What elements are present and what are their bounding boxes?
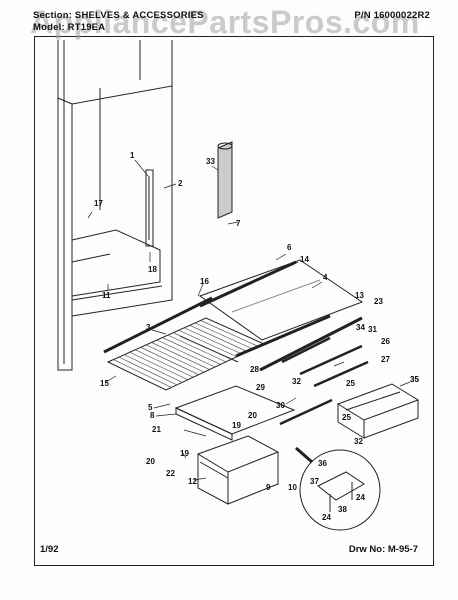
crisper-cover: [174, 385, 296, 441]
callout-27: 27: [381, 355, 390, 364]
model-number: Model: RT19EA: [33, 22, 106, 33]
shelf-support-column: [217, 141, 233, 219]
callout-17: 17: [94, 199, 103, 208]
callout-37: 37: [310, 477, 319, 486]
callout-22: 22: [166, 469, 175, 478]
diagram-frame: [34, 36, 434, 566]
callout-18: 18: [148, 265, 157, 274]
callout-35: 35: [410, 375, 419, 384]
callout-19: 19: [180, 449, 189, 458]
callout-6: 6: [287, 243, 292, 252]
callout-29: 29: [256, 383, 265, 392]
callout-8: 8: [150, 411, 155, 420]
callout-31: 31: [368, 325, 377, 334]
callout-10: 10: [288, 483, 297, 492]
callout-7: 7: [236, 219, 241, 228]
callout-13: 13: [355, 291, 364, 300]
section-title: Section: SHELVES & ACCESSORIES: [33, 10, 204, 21]
drawing-number: Drw No: M-95-7: [348, 544, 418, 555]
callout-23: 23: [374, 297, 383, 306]
callout-12: 12: [188, 477, 197, 486]
callout-9: 9: [266, 483, 271, 492]
callout-28: 28: [250, 365, 259, 374]
callout-24: 24: [322, 513, 331, 522]
callout-4: 4: [323, 273, 328, 282]
callout-21: 21: [152, 425, 161, 434]
callout-30: 30: [276, 401, 285, 410]
callout-14: 14: [300, 255, 309, 264]
callout-20: 20: [248, 411, 257, 420]
callout-1: 1: [130, 151, 135, 160]
wire-shelf: [106, 317, 266, 391]
watermark: AppliancePartsPros.com: [30, 4, 420, 40]
shelf-side-rails: [103, 260, 363, 372]
glass-shelf-back: [198, 259, 364, 341]
revision-date: 1/92: [40, 544, 59, 555]
cabinet-liner: [57, 40, 173, 371]
callout-38: 38: [338, 505, 347, 514]
callout-20: 20: [146, 457, 155, 466]
shelf-rail-left: [145, 169, 154, 247]
callout-2: 2: [178, 179, 183, 188]
callout-33: 33: [206, 157, 215, 166]
detail-inset: [295, 446, 381, 531]
callout-15: 15: [100, 379, 109, 388]
callout-11: 11: [102, 291, 111, 300]
callout-3: 3: [146, 323, 151, 332]
part-number: P/N 16000022R2: [354, 10, 430, 21]
callout-25: 25: [346, 379, 355, 388]
callout-19: 19: [232, 421, 241, 430]
callout-26: 26: [381, 337, 390, 346]
crisper-slide-tracks: [279, 336, 369, 426]
crisper-drawer-left: [196, 435, 280, 505]
callout-25: 25: [342, 413, 351, 422]
callout-34: 34: [356, 323, 365, 332]
callout-5: 5: [148, 403, 153, 412]
callout-32: 32: [354, 437, 363, 446]
callout-36: 36: [318, 459, 327, 468]
crisper-drawer-right: [336, 383, 420, 439]
callout-16: 16: [200, 277, 209, 286]
callout-24: 24: [356, 493, 365, 502]
callout-35: 35: [410, 375, 419, 384]
leader-lines: [87, 159, 411, 481]
callout-32: 32: [292, 377, 301, 386]
